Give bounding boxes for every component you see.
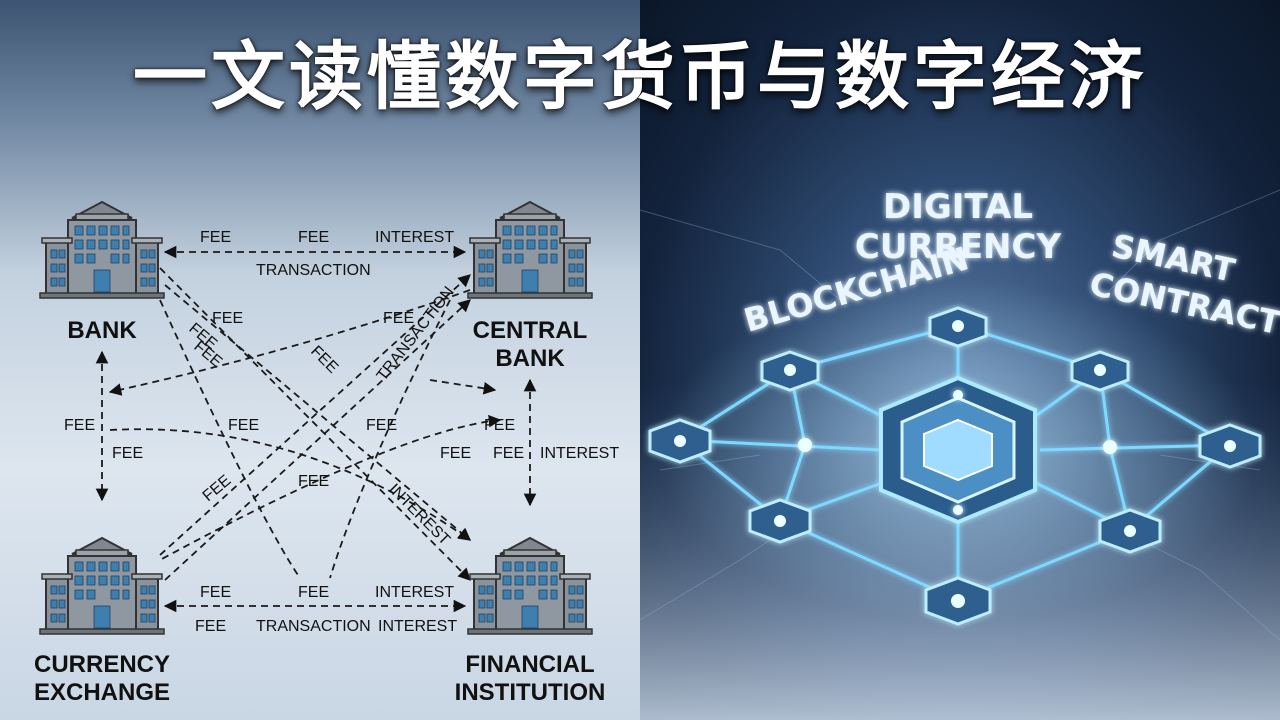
network-nodes	[648, 306, 1262, 626]
edge-label-fee: FEE	[190, 338, 225, 371]
node-label-central-bank-line2: BANK	[495, 345, 565, 372]
edge-label-fee: FEE	[212, 310, 243, 327]
diagram-edges	[95, 245, 537, 613]
edge-label-interest: INTEREST	[378, 618, 457, 635]
network-node	[748, 498, 812, 544]
node-label-currency-exchange-line1: CURRENCY	[34, 651, 170, 678]
network-node	[648, 418, 712, 464]
network-node	[924, 576, 992, 626]
node-label-financial-institution-line2: INSTITUTION	[455, 679, 606, 706]
currency-exchange-building-icon	[39, 537, 165, 635]
edge-label-fee: FEE	[366, 417, 397, 434]
network-node	[928, 306, 988, 348]
edge-label-interest: INTEREST	[385, 481, 453, 549]
network-node	[760, 350, 820, 392]
network-node	[1198, 423, 1262, 469]
node-label-central-bank-line1: CENTRAL	[473, 317, 588, 344]
bank-building-icon	[39, 201, 165, 299]
edge-label-fee: FEE	[200, 229, 231, 246]
label-digital: DIGITAL	[883, 187, 1033, 227]
edge-label-fee: FEE	[195, 618, 226, 635]
edge-label-fee: FEE	[383, 310, 414, 327]
banking-flow-diagram: BANK CENTRAL BANK CURRENCY EXCHANGE FINA…	[34, 201, 619, 706]
node-label-financial-institution-line1: FINANCIAL	[465, 651, 594, 678]
financial-institution-building-icon	[467, 537, 593, 635]
central-bank-building-icon	[467, 201, 593, 299]
network-junction	[953, 505, 963, 515]
network-node	[1098, 508, 1162, 554]
edge-label-interest: INTEREST	[375, 229, 454, 246]
edge-label-fee: FEE	[298, 229, 329, 246]
node-label-bank: BANK	[67, 317, 137, 344]
network-junction	[953, 390, 963, 400]
network-junction	[1103, 440, 1117, 454]
edge-label-fee: FEE	[307, 343, 341, 377]
edge-label-fee: FEE	[493, 445, 524, 462]
network-junction	[798, 438, 812, 452]
edge-label-fee: FEE	[112, 445, 143, 462]
edge-label-fee: FEE	[228, 417, 259, 434]
edge-label-fee: FEE	[298, 584, 329, 601]
label-currency: CURRENCY	[855, 227, 1062, 267]
page-title: 一文读懂数字货币与数字经济	[133, 34, 1147, 120]
edge-label-fee: FEE	[484, 417, 515, 434]
edge-label-interest: INTEREST	[540, 445, 619, 462]
edge-label-transaction: TRANSACTION	[256, 262, 371, 279]
edge-label-fee: FEE	[64, 417, 95, 434]
network-node	[1070, 350, 1130, 392]
edge-label-transaction: TRANSACTION	[256, 618, 371, 635]
central-hub-hexagon	[879, 375, 1037, 525]
blockchain-network-illustration: BLOCKCHAIN DIGITAL CURRENCY SMART CONTRA…	[640, 187, 1280, 720]
banking-diagram-panel: BANK CENTRAL BANK CURRENCY EXCHANGE FINA…	[0, 0, 640, 720]
node-label-currency-exchange-line2: EXCHANGE	[34, 679, 170, 706]
edge-label-interest: INTEREST	[375, 584, 454, 601]
edge-label-fee: FEE	[200, 584, 231, 601]
edge-label-fee: FEE	[298, 473, 329, 490]
edge-label-fee: FEE	[440, 445, 471, 462]
edge-label-fee: FEE	[200, 472, 235, 505]
blockchain-network-panel: BLOCKCHAIN DIGITAL CURRENCY SMART CONTRA…	[640, 0, 1280, 720]
